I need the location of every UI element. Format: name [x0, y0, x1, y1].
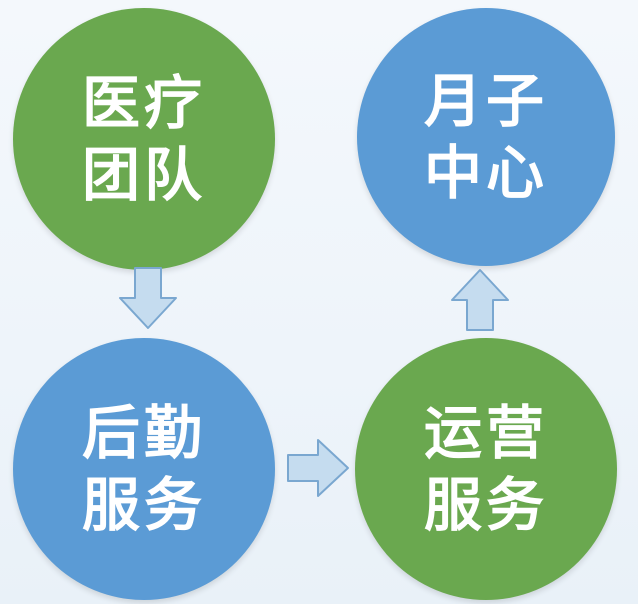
node-operations-service: 运营 服务 — [355, 338, 617, 600]
node-logistics-service-line1: 后勤 — [81, 399, 206, 467]
node-operations-service-line2: 服务 — [423, 471, 548, 539]
node-medical-team-line2: 团队 — [81, 141, 206, 209]
node-logistics-service-line2: 服务 — [81, 471, 206, 539]
node-confinement-center-line1: 月子 — [423, 67, 548, 135]
node-operations-service-line1: 运营 — [423, 399, 548, 467]
node-medical-team: 医疗 团队 — [13, 8, 275, 270]
node-logistics-service: 后勤 服务 — [13, 338, 275, 600]
node-confinement-center-line2: 中心 — [423, 139, 548, 207]
node-confinement-center: 月子 中心 — [357, 8, 615, 266]
node-medical-team-line1: 医疗 — [81, 69, 206, 137]
arrow-right-icon — [287, 439, 349, 497]
arrow-down-icon — [119, 267, 177, 329]
arrow-up-icon — [451, 269, 509, 331]
